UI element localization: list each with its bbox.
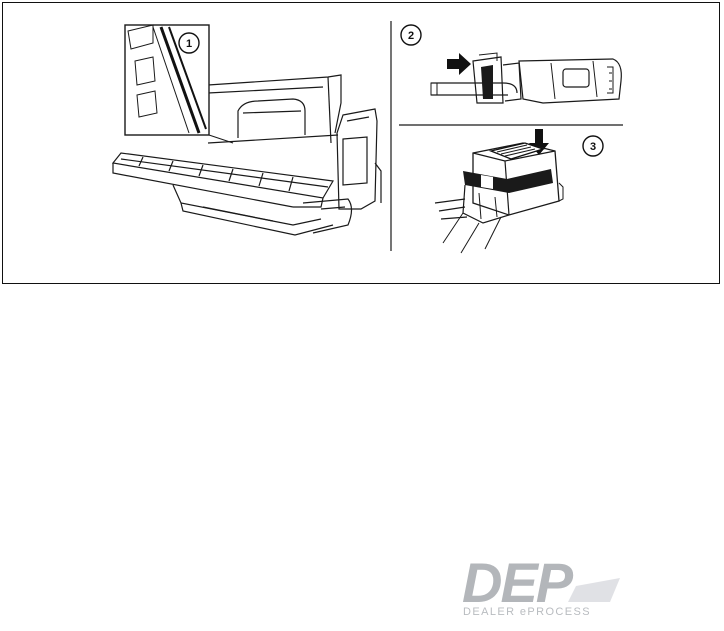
push-arrow-icon [447, 53, 471, 75]
receptacle-end-pins [609, 73, 612, 89]
connector-wire [431, 83, 517, 93]
callout-label-2: 2 [408, 30, 414, 42]
lock-connector-wires [435, 199, 467, 219]
lock-connector-lower-wires [443, 213, 501, 253]
wheel-well-hump [238, 99, 305, 138]
receptacle-window [563, 69, 589, 87]
dep-logo: DEP [460, 556, 630, 606]
tailgate-rib [259, 173, 263, 186]
tailgate-top-surface [113, 153, 333, 198]
bumper-top-line [173, 185, 321, 225]
dep-logo-subtext: DEALER ePROCESS [463, 606, 591, 618]
tailgate-inner-line [121, 159, 328, 187]
tail-light-lens [343, 137, 367, 185]
lock-connector-side-clip [559, 183, 563, 201]
tailgate-rib [289, 177, 293, 191]
receptacle-ribs [551, 61, 597, 99]
connector-receptacle [519, 59, 621, 103]
wheel-well-edge [243, 111, 301, 113]
connector-plug-latch [481, 65, 493, 99]
dep-logo-text: DEP [462, 556, 574, 606]
wire-end [431, 83, 437, 95]
illustration-frame: 1 2 [2, 2, 720, 284]
tail-light-top-edge [347, 117, 369, 121]
bed-corner-line [328, 77, 331, 143]
bumper-step-line [203, 207, 273, 221]
bumper-corner [303, 199, 352, 233]
lock-connector-band [463, 169, 553, 193]
bed-rail-line [208, 75, 341, 133]
callout-label-3: 3 [590, 141, 596, 153]
bed-floor-line [208, 135, 338, 143]
bed-rail-inner-line [208, 87, 323, 93]
callout-label-1: 1 [186, 38, 192, 50]
tailgate-rib [229, 169, 233, 181]
panel-connector-lock: 3 [435, 129, 603, 253]
tailgate-illustration: 1 2 [3, 3, 721, 285]
lock-connector-band-slot [481, 175, 493, 189]
panel-connector-engage: 2 [401, 25, 621, 103]
dep-logo-accent [568, 578, 620, 602]
dealer-eprocess-watermark: DEP DEALER ePROCESS [460, 556, 630, 622]
